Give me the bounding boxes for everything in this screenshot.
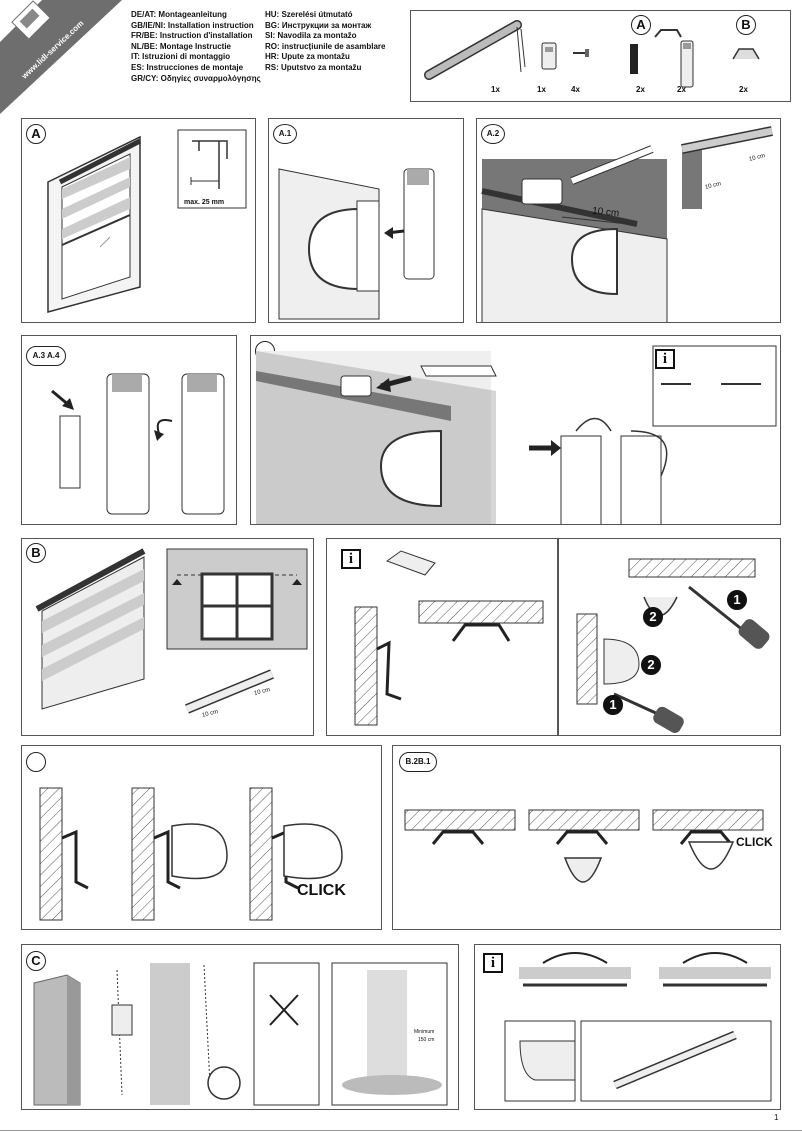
step-b21-badge: B.2B.1 xyxy=(399,752,437,772)
b-remove-screwdriver-illustration xyxy=(576,558,770,733)
qty-wall-clip: 2x xyxy=(739,85,748,94)
window-with-blind-illustration xyxy=(47,135,142,313)
c-child-safety-illustration xyxy=(33,962,448,1106)
a5-info-icon: i xyxy=(655,349,675,369)
lang-it: IT: Istruzioni di montaggio xyxy=(131,52,231,62)
spacer-part-icon xyxy=(630,44,638,74)
panel-b21: B.2B.1 CLICK xyxy=(392,745,781,930)
bracket-clearance-diagram xyxy=(177,129,247,209)
lang-fr: FR/BE: Instruction d'installation xyxy=(131,31,253,41)
panel-b-main: B 10 cm 10 cm xyxy=(21,538,314,736)
panel-a5: i xyxy=(250,335,781,525)
lang-hr: HR: Upute za montažu xyxy=(265,52,350,62)
b-step-2a-badge: 2 xyxy=(643,607,663,627)
panel-b-info: i xyxy=(326,538,558,736)
brand-corner-banner xyxy=(0,0,122,114)
step-a1-badge: A.1 xyxy=(273,124,297,144)
b2-wall-click-illustration xyxy=(39,787,343,921)
panel-a2: A.2 10 cm 10 cm 10 cm xyxy=(476,118,781,323)
lang-bg: BG: Инструкции за монтаж xyxy=(265,20,372,30)
b2-click-label: CLICK xyxy=(297,882,346,899)
max-distance-label: max. 25 mm xyxy=(184,199,225,206)
step-a34-badge: A.3 A.4 xyxy=(26,346,66,366)
qty-bracket: 1x xyxy=(537,85,546,94)
b-step-1b-badge: 1 xyxy=(603,695,623,715)
panel-a-main: A max. 25 mm xyxy=(21,118,256,323)
language-list-left: DE/AT: Montageanleitung GB/IE/NI: Instal… xyxy=(131,10,261,84)
lang-ro: RO: instrucțiunile de asamblare xyxy=(265,41,386,51)
a34-spacer-insert-illustration xyxy=(51,373,225,515)
lang-hu: HU: Szerelési útmutató xyxy=(265,10,353,19)
qty-blind: 1x xyxy=(491,85,500,94)
lang-es: ES: Instrucciones de montaje xyxy=(131,62,244,72)
b-step-1a-badge: 1 xyxy=(727,590,747,610)
lang-gr: GR/CY: Οδηγίες συναρμολόγησης xyxy=(131,73,261,83)
lang-nl: NL/BE: Montage Instructie xyxy=(131,41,232,51)
b21-ceiling-click-illustration xyxy=(404,809,764,883)
panel-c-info: i xyxy=(474,944,781,1110)
long-bracket-part-icon xyxy=(680,40,694,88)
a1-bracket-mount-illustration xyxy=(278,168,435,320)
language-list-right: HU: Szerelési útmutató BG: Инструкции за… xyxy=(265,10,385,74)
qty-long-bracket: 2x xyxy=(677,85,686,94)
step-a2-badge: A.2 xyxy=(481,124,505,144)
roller-blind-illustration xyxy=(424,20,526,80)
parts-list-panel: A B 1x 1x 4x 2x 2x 2x xyxy=(410,10,791,102)
panel-a34: A.3 A.4 xyxy=(21,335,237,525)
b-clip-wall-illustration xyxy=(354,550,544,726)
parts-section-b-badge: B xyxy=(736,15,756,35)
c-info-icon: i xyxy=(483,953,503,973)
panel-b2: CLICK xyxy=(21,745,382,930)
section-a-badge: A xyxy=(26,124,46,144)
footer-divider xyxy=(0,1130,802,1131)
bracket-part-icon xyxy=(541,42,557,70)
wall-clip-part-icon xyxy=(732,48,760,60)
screw-part-icon xyxy=(573,49,589,57)
step-b2-badge xyxy=(26,752,46,772)
c-min-label-2: 150 cm xyxy=(418,1037,435,1043)
c-min-label-1: Minimum xyxy=(414,1029,435,1035)
clip-part-icon xyxy=(654,29,682,38)
b-blind-window-illustration xyxy=(35,548,308,714)
lang-rs: RS: Uputstvo za montažu xyxy=(265,62,362,72)
panel-a1: A.1 xyxy=(268,118,464,323)
page-number: 1 xyxy=(774,1113,779,1122)
section-c-badge: C xyxy=(26,951,46,971)
panel-b-remove: 1 2 2 1 xyxy=(558,538,781,736)
a2-measure-illustration xyxy=(481,126,773,322)
lang-si: SI: Navodila za montažo xyxy=(265,31,357,41)
b-info-icon: i xyxy=(341,549,361,569)
a5-clip-blind-illustration xyxy=(256,345,777,524)
qty-screw: 4x xyxy=(571,85,580,94)
qty-spacer: 2x xyxy=(636,85,645,94)
panel-c: C Minimum 150 cm xyxy=(21,944,459,1110)
c-adjust-blind-illustration xyxy=(504,952,772,1102)
b-step-2b-badge: 2 xyxy=(641,655,661,675)
lang-gb: GB/IE/NI: Installation instruction xyxy=(131,20,254,30)
section-b-badge: B xyxy=(26,543,46,563)
lang-de: DE/AT: Montageanleitung xyxy=(131,10,227,19)
b21-click-label: CLICK xyxy=(736,835,773,849)
parts-section-a-badge: A xyxy=(631,15,651,35)
